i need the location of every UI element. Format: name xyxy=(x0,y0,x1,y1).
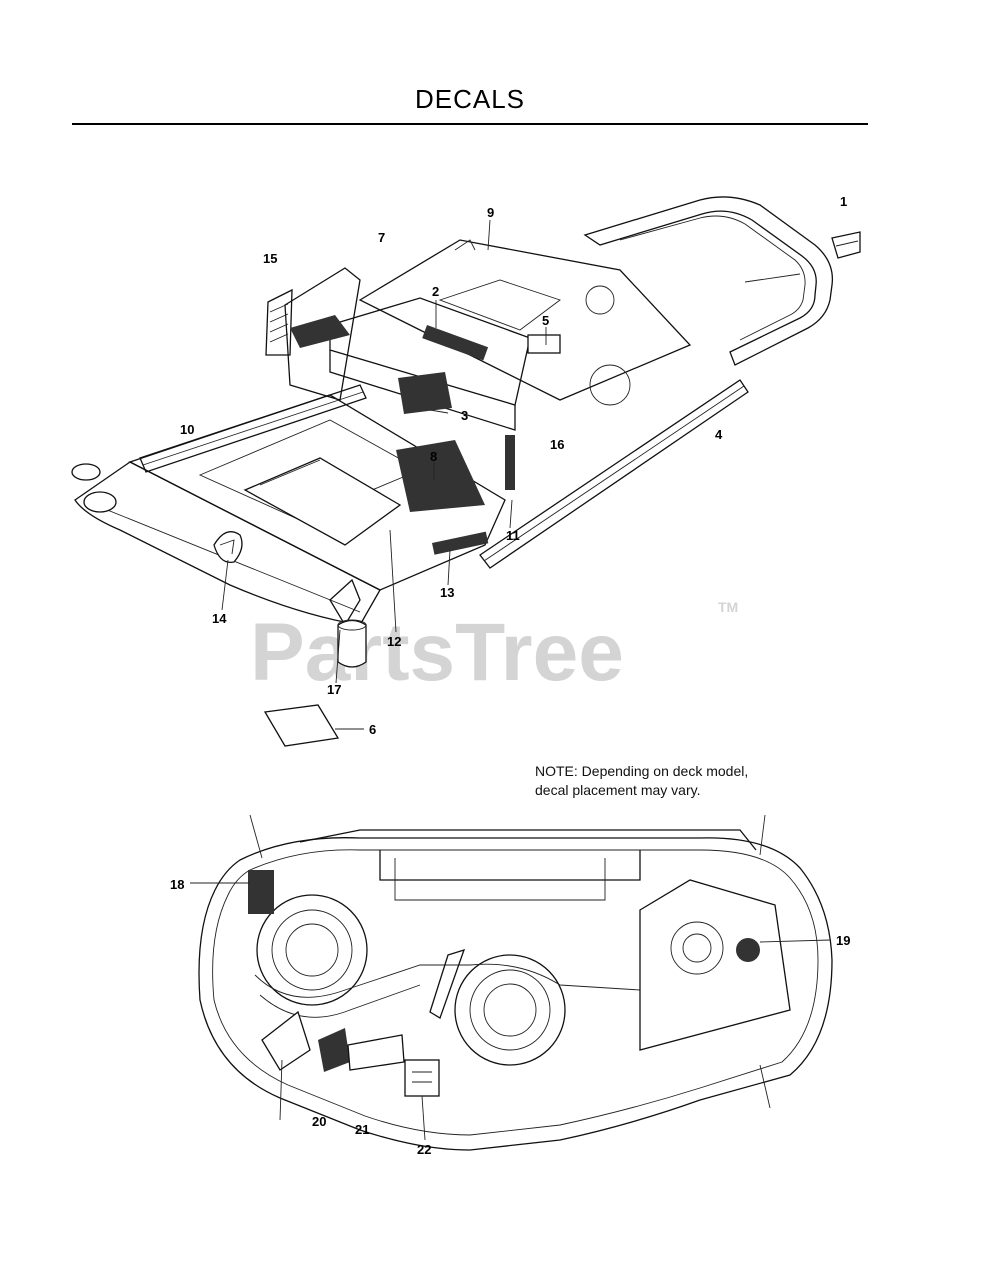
decal-8-graphic xyxy=(396,440,485,512)
decal-19-graphic xyxy=(736,938,760,962)
tractor-frame-drawing xyxy=(71,196,861,747)
decal-11-graphic xyxy=(505,435,515,490)
page-title: DECALS xyxy=(414,84,526,114)
watermark-text: PartsTree xyxy=(250,607,624,698)
top-leader-lines xyxy=(221,219,547,730)
decal-3-graphic xyxy=(398,372,452,414)
callout-10: 10 xyxy=(180,422,194,437)
decal-5-graphic xyxy=(527,334,561,354)
callout-9: 9 xyxy=(487,205,494,220)
decal-21-graphic xyxy=(347,1034,405,1071)
callout-1: 1 xyxy=(840,194,847,209)
decal-2-graphic xyxy=(422,325,489,361)
callout-12: 12 xyxy=(387,634,401,649)
note-line-2: decal placement may vary. xyxy=(535,782,701,798)
callout-15: 15 xyxy=(263,251,277,266)
decal-10-graphic xyxy=(290,315,350,348)
callout-13: 13 xyxy=(440,585,454,600)
title-rule xyxy=(72,123,868,125)
callout-16: 16 xyxy=(550,437,564,452)
callout-14: 14 xyxy=(212,611,227,626)
callout-19: 19 xyxy=(836,933,850,948)
bottom-leader-lines xyxy=(190,882,831,1141)
callout-labels: 1 2 3 4 5 6 7 8 9 10 11 12 13 14 15 16 1… xyxy=(170,194,850,1157)
callout-5: 5 xyxy=(542,313,549,328)
decal-20-graphic xyxy=(318,1028,350,1072)
callout-17: 17 xyxy=(327,682,341,697)
mower-deck-drawing xyxy=(198,814,833,1151)
callout-21: 21 xyxy=(355,1122,369,1137)
callout-3: 3 xyxy=(461,408,468,423)
callout-2: 2 xyxy=(432,284,439,299)
decal-22-graphic xyxy=(404,1059,440,1097)
decal-13-graphic xyxy=(432,531,489,555)
callout-6: 6 xyxy=(369,722,376,737)
note-line-1: NOTE: Depending on deck model, xyxy=(535,763,749,779)
callout-4: 4 xyxy=(715,427,723,442)
callout-20: 20 xyxy=(312,1114,326,1129)
callout-22: 22 xyxy=(417,1142,431,1157)
decal-18-graphic xyxy=(248,870,274,914)
callout-8: 8 xyxy=(430,449,437,464)
callout-18: 18 xyxy=(170,877,184,892)
watermark-tm: TM xyxy=(718,599,738,615)
deck-placement-note: NOTE: Depending on deck model, decal pla… xyxy=(535,762,748,800)
callout-7: 7 xyxy=(378,230,385,245)
callout-11: 11 xyxy=(506,528,520,543)
